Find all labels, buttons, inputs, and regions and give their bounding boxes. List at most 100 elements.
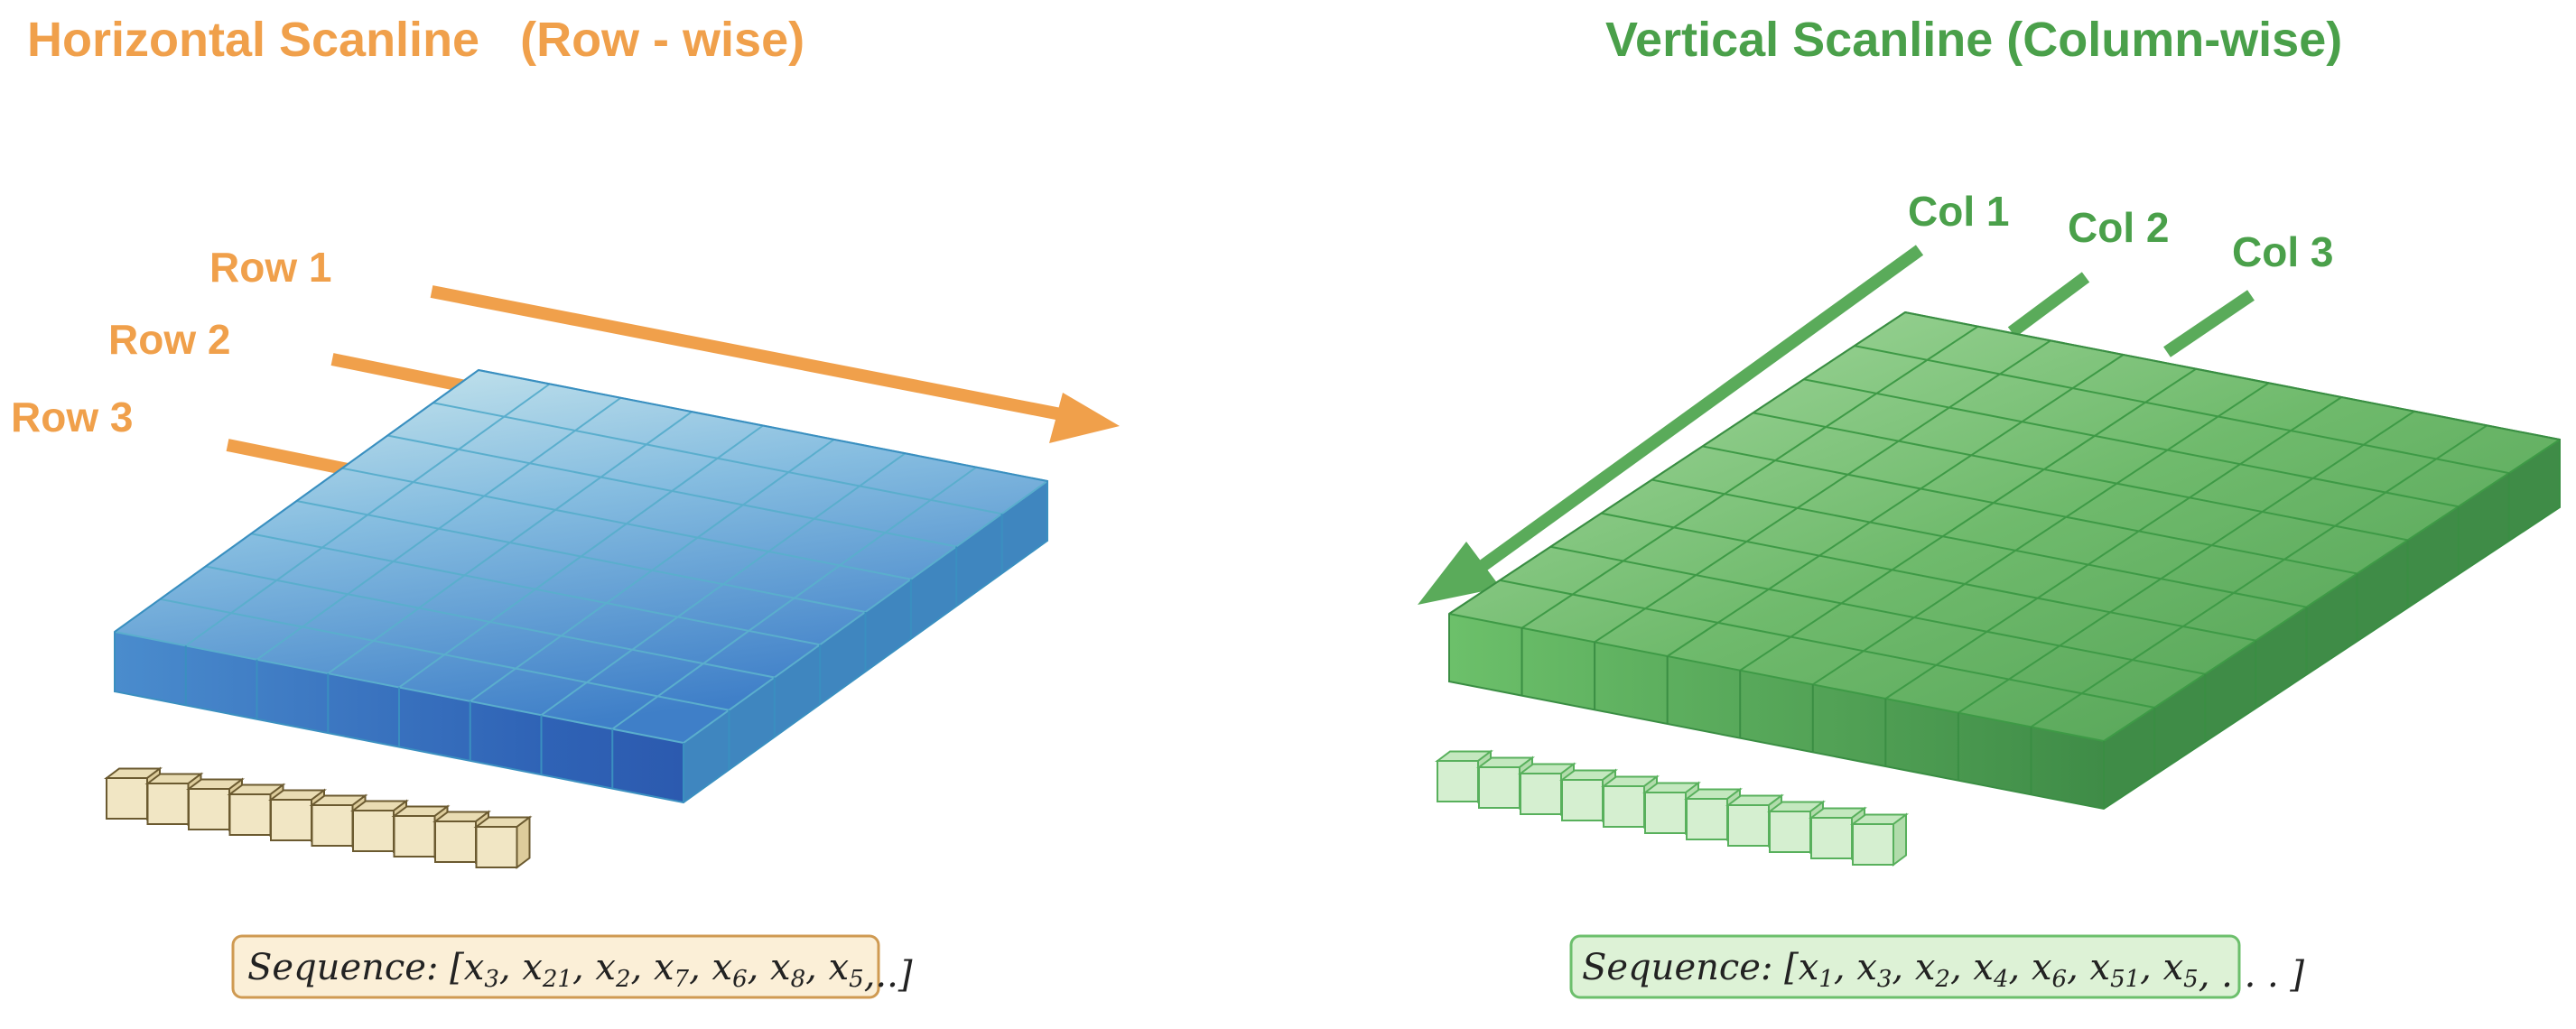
- row-3-label: Row 3: [11, 394, 133, 440]
- col-1-arrowhead: [1418, 542, 1501, 605]
- blue-slab-grid-line: [540, 452, 907, 717]
- sequence-separator: ,: [689, 947, 711, 988]
- blue-slab-grid-line: [470, 439, 835, 702]
- green-slab-front-face: [1449, 614, 2104, 809]
- green-slab-grid-line: [1448, 613, 2105, 742]
- sequence-separator: ,: [2140, 947, 2162, 988]
- green-cube-face: [1769, 811, 1811, 853]
- tan-cube-face: [352, 810, 395, 852]
- green-slab-outline: [1448, 311, 2561, 811]
- tan-cube-face: [475, 826, 518, 868]
- sequence-separator: ,: [2067, 947, 2089, 988]
- vertical-scanline-title: Vertical Scanline (Column-wise): [1605, 13, 2342, 67]
- column-sequence-box-frame: [1569, 934, 2241, 999]
- green-slab-top-face: [1449, 312, 2560, 741]
- green-slab-grid-line: [2030, 424, 2488, 728]
- green-cube-face: [1852, 823, 1894, 866]
- sequence-term: x: [1856, 947, 1877, 988]
- sequence-term: x: [712, 947, 733, 988]
- column-sequence-box: Sequence: [x1, x3, x2, x4, x6, x51, x5, …: [1569, 934, 2304, 999]
- blue-slab-grid-line: [296, 500, 866, 613]
- sequence-tail: ,..]: [864, 954, 913, 996]
- green-slab-grid-line: [1854, 345, 2510, 475]
- col-1-label: Col 1: [1908, 188, 2009, 235]
- green-cube-face: [1478, 766, 1520, 809]
- tan-cube-face: [270, 799, 312, 841]
- tan-cube-face: [188, 788, 230, 830]
- row-sequence-text: Sequence: [x3, x21, x2, x7, x6, x8, x5,.…: [247, 947, 913, 996]
- sequence-term-subscript: 8: [791, 966, 806, 993]
- green-slab-grid-line: [1803, 378, 2459, 508]
- row-2-label: Row 2: [108, 316, 230, 363]
- row-1-arrowhead: [1049, 393, 1120, 443]
- green-slab-grid-line: [1601, 512, 2256, 642]
- column-sequence-values: [x1, x3, x2, x4, x6, x51, x5, . . . ]: [1784, 947, 2304, 996]
- blue-slab-grid-line: [160, 598, 730, 711]
- sequence-term-subscript: 4: [1993, 966, 2009, 993]
- tan-cube-face: [228, 793, 272, 836]
- sequence-separator: ,: [631, 947, 654, 988]
- sequence-separator: ,: [499, 947, 522, 988]
- sequence-term: x: [522, 947, 543, 988]
- green-slab-grid-line: [1667, 354, 2125, 657]
- sequence-term: x: [1973, 947, 1994, 988]
- col-3-arrow-line: [2163, 290, 2255, 357]
- sequence-term: x: [2163, 947, 2184, 988]
- sequence-term: x: [1915, 947, 1936, 988]
- row-wise-grid-slab: [114, 368, 1048, 804]
- sequence-term-subscript: 2: [615, 966, 631, 993]
- green-cube-face: [1561, 779, 1604, 821]
- tan-cube-face: [311, 804, 354, 847]
- col-1-arrow-line: [1478, 245, 1924, 571]
- green-slab-grid-line: [1812, 382, 2270, 686]
- sequence-term-subscript: 6: [2052, 966, 2068, 993]
- green-slab-right-face: [2104, 440, 2560, 809]
- sequence-separator: ,: [2009, 947, 2032, 988]
- sequence-tail: , . . . ]: [2199, 954, 2305, 996]
- tan-cube-face: [393, 815, 436, 858]
- sequence-term: x: [1799, 947, 1819, 988]
- green-slab-grid-line: [1499, 579, 2155, 709]
- col-2-arrow-line: [2007, 272, 2090, 338]
- sequence-separator: ,: [1950, 947, 1973, 988]
- column-sequence-text: Sequence: [x1, x3, x2, x4, x6, x51, x5, …: [1582, 947, 2304, 996]
- sequence-term-subscript: 5: [2183, 966, 2199, 993]
- sequence-open-bracket: [: [450, 947, 464, 988]
- green-cube-face: [1520, 773, 1562, 815]
- row-sequence-box: Sequence: [x3, x21, x2, x7, x6, x8, x5,.…: [231, 934, 913, 999]
- sequence-open-bracket: [: [1784, 947, 1799, 988]
- green-cube-face: [1644, 792, 1687, 834]
- sequence-separator: ,: [572, 947, 595, 988]
- green-cube-face: [1603, 785, 1645, 828]
- green-cube-side: [1892, 812, 1907, 867]
- sequence-term: x: [2090, 947, 2111, 988]
- row-sequence-label: Sequence:: [247, 947, 438, 988]
- sequence-separator: ,: [748, 947, 770, 988]
- blue-slab-outline: [114, 368, 1048, 804]
- tan-cube-face: [146, 783, 190, 825]
- column-arrows: [1418, 245, 2255, 605]
- column-wise-grid-slab: [1448, 311, 2561, 811]
- row-3-arrow-line: [226, 439, 363, 478]
- column-sequence-cubes: [1435, 749, 1909, 867]
- green-cube-face: [1727, 804, 1770, 847]
- green-slab-grid-line: [1958, 410, 2415, 714]
- row-sequence-cubes: [104, 766, 533, 869]
- sequence-term: x: [654, 947, 674, 988]
- col-2-label: Col 2: [2068, 204, 2169, 251]
- row-1-arrow-line: [430, 285, 1067, 422]
- sequence-term-subscript: 7: [674, 966, 690, 993]
- tan-cube-side: [516, 815, 531, 869]
- green-slab-grid-line: [1550, 545, 2206, 675]
- green-cube-face: [1437, 760, 1479, 802]
- sequence-term-subscript: 5: [849, 966, 864, 993]
- horizontal-scanline-title: Horizontal Scanline (Row - wise): [27, 13, 804, 67]
- sequence-term: x: [595, 947, 616, 988]
- row-sequence-box-frame: [231, 934, 880, 999]
- column-sequence-label: Sequence:: [1582, 947, 1772, 988]
- sequence-term-subscript: 51: [2110, 966, 2140, 993]
- sequence-term: x: [770, 947, 791, 988]
- sequence-term-subscript: 3: [1877, 966, 1892, 993]
- row-sequence-values: [x3, x21, x2, x7, x6, x8, x5,..]: [450, 947, 913, 996]
